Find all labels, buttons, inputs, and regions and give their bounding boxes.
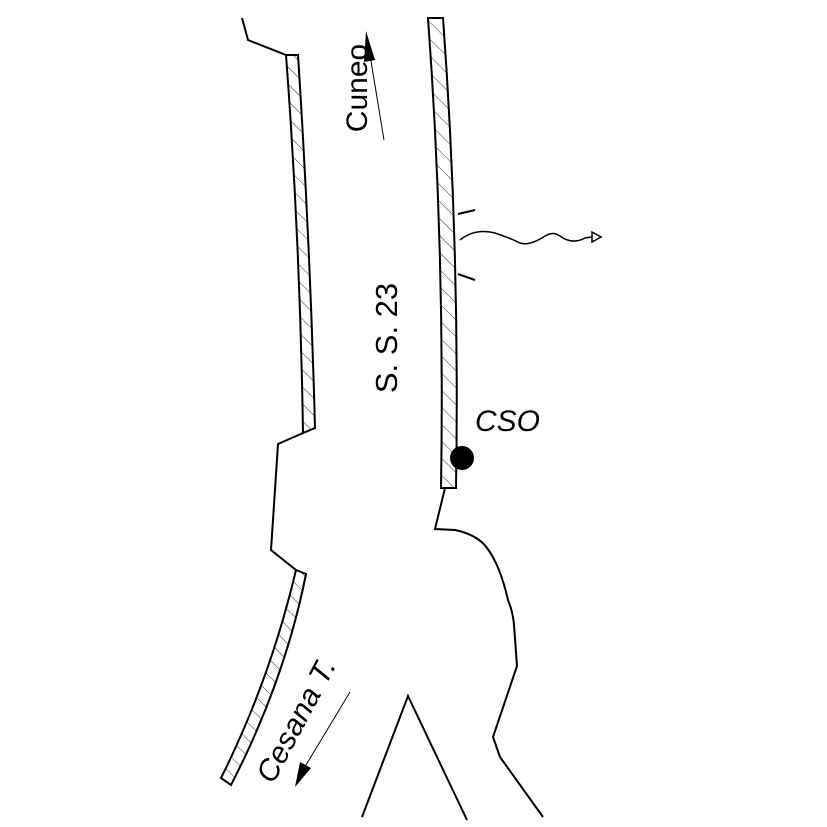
cesana-arrow-icon [295,691,351,787]
cso-label: CSO [475,405,540,438]
left-upper-boundary [241,17,287,56]
right-lower-boundary [433,487,544,818]
drain-tick-lower [457,273,476,281]
left-upper-wall [284,54,317,435]
cso-marker [450,446,474,470]
left-lower-wall [219,568,308,787]
drain-wavy-line [459,230,593,245]
left-middle-boundary [269,432,304,571]
cuneo-label: Cuneo [341,44,374,132]
cuneo-arrow-icon [364,31,385,141]
drain-tick-upper [457,209,476,215]
right-wall [426,17,458,489]
river-fork [361,693,468,821]
road-label: S. S. 23 [369,283,404,393]
drain-arrow-icon [591,230,603,244]
cesana-label: Cesana T. [250,653,343,788]
